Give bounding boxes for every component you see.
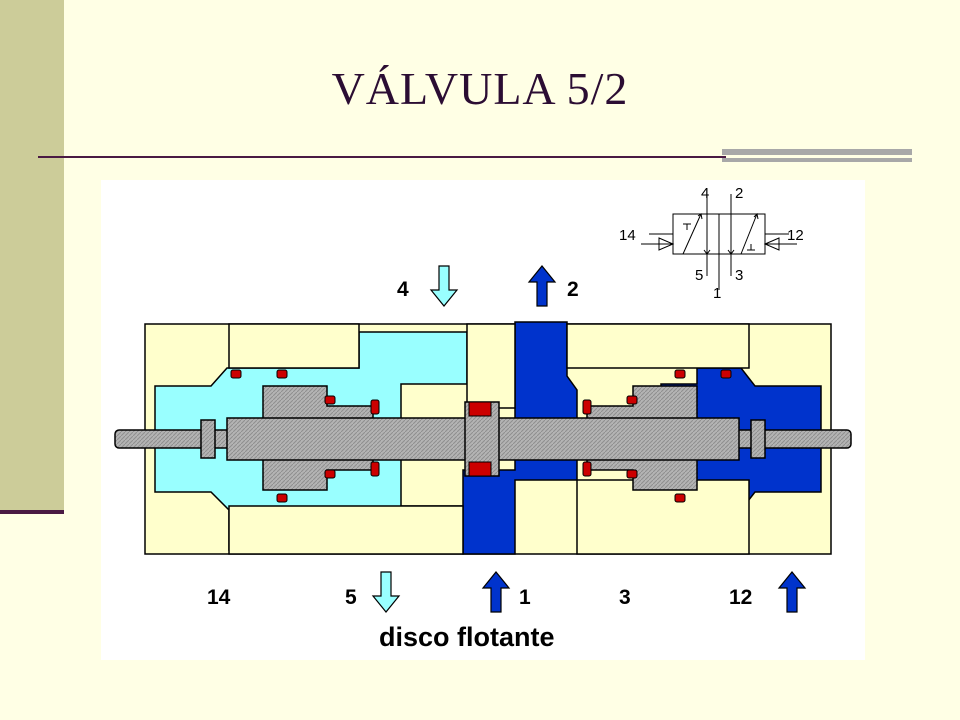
valve-iso-symbol xyxy=(641,194,797,290)
title-divider-accent-top xyxy=(722,149,912,155)
symbol-label-3: 3 xyxy=(735,267,743,284)
symbol-label-2: 2 xyxy=(735,185,743,202)
port-label-5: 5 xyxy=(345,586,357,609)
port-label-1: 1 xyxy=(519,586,531,609)
symbol-label-5: 5 xyxy=(695,267,703,284)
valve-diagram: 4 2 14 5 1 3 12 disco flotante 4 2 14 12 xyxy=(101,180,865,660)
slide-side-bar-accent xyxy=(0,510,64,514)
port-label-12: 12 xyxy=(729,586,752,609)
title-divider-accent-bottom xyxy=(722,158,912,162)
port-label-2: 2 xyxy=(567,278,579,301)
slide-title: VÁLVULA 5/2 xyxy=(331,63,629,114)
caption-floating-disc: disco flotante xyxy=(379,622,555,652)
arrow-2-up-icon xyxy=(527,265,557,307)
floating-disc xyxy=(464,401,500,477)
arrow-1-up-icon xyxy=(481,571,511,613)
symbol-label-14: 14 xyxy=(619,227,636,244)
symbol-label-4: 4 xyxy=(701,185,709,202)
port-label-4: 4 xyxy=(397,278,409,301)
port-label-14: 14 xyxy=(207,586,231,609)
arrow-12-up-icon xyxy=(777,571,807,613)
symbol-label-12: 12 xyxy=(787,227,804,244)
seal-rings xyxy=(230,369,732,503)
arrow-5-down-icon xyxy=(371,571,401,613)
arrow-4-down-icon xyxy=(429,265,459,307)
title-divider-line xyxy=(38,156,726,158)
slide-side-bar xyxy=(0,0,64,512)
symbol-label-1: 1 xyxy=(713,285,721,302)
port-label-3: 3 xyxy=(619,586,631,609)
